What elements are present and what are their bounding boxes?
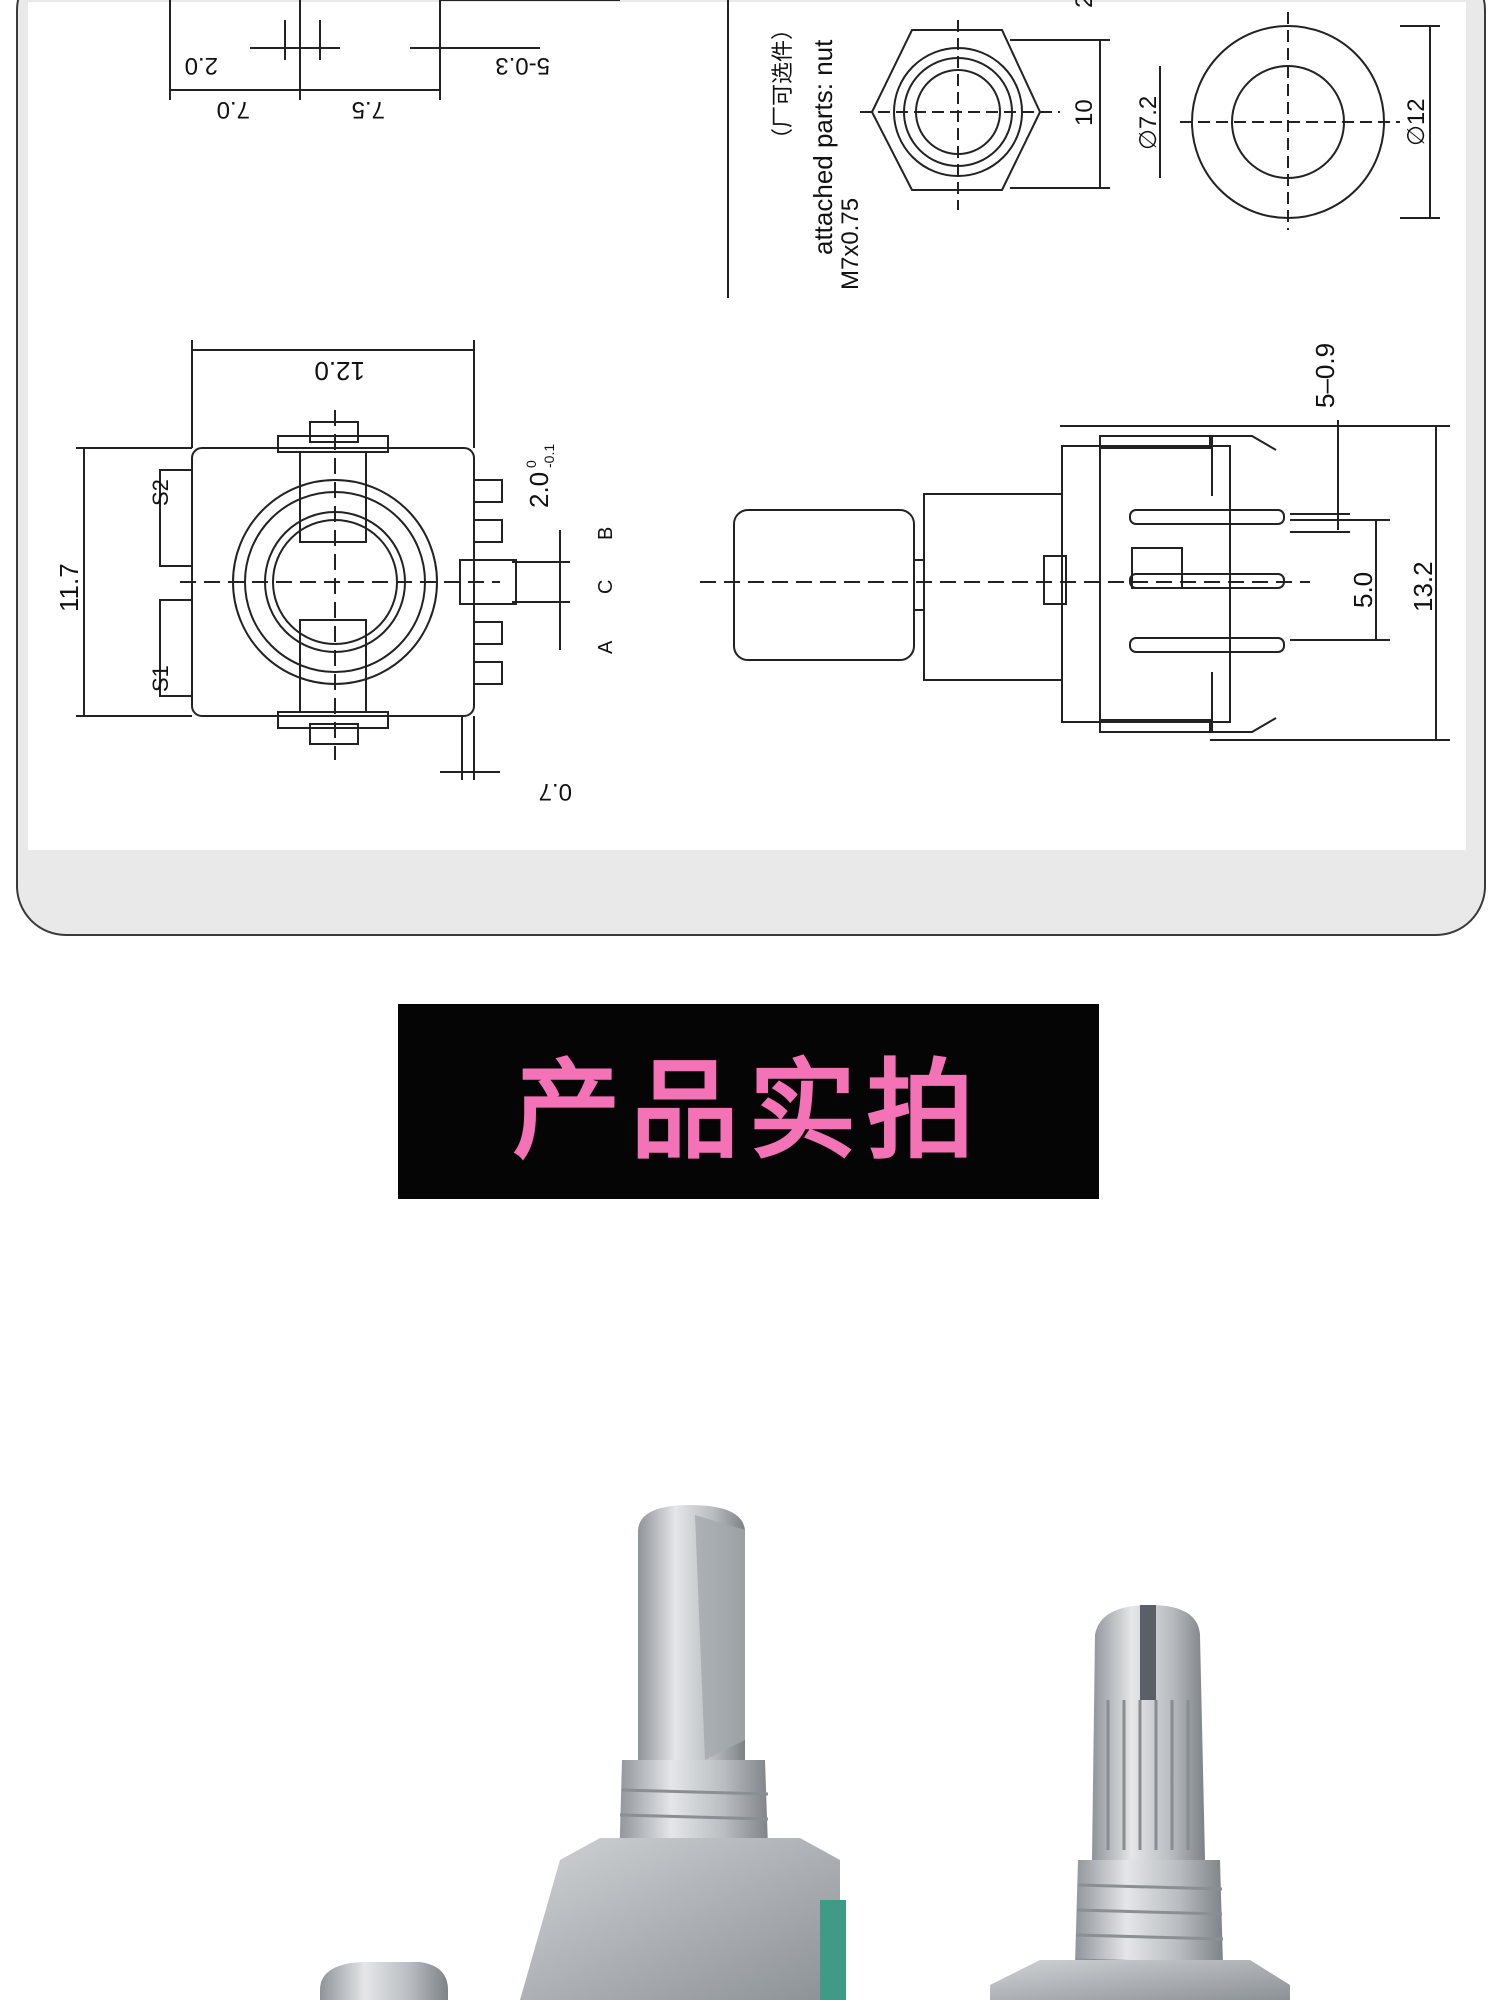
dim-side-pitch: 5.0 bbox=[1348, 572, 1378, 608]
dim-2-0: 2.0 bbox=[185, 52, 218, 79]
banner-title: 产品实拍 bbox=[512, 1048, 985, 1174]
small-knob bbox=[320, 1962, 448, 2000]
dim-5-0-3: 5-0.3 bbox=[495, 52, 550, 79]
pin-label-a: A bbox=[595, 640, 617, 654]
encoder-d-shaft bbox=[520, 1505, 846, 2000]
dim-tolerance-sup: 0 bbox=[523, 460, 539, 468]
technical-drawing: 2.0 7.0 7.5 5-0.3 （厂可选件） attached parts:… bbox=[54, 0, 1450, 805]
dim-hex-across: 10 bbox=[1071, 99, 1098, 126]
dim-tolerance: 2.0 0 -0.1 bbox=[523, 444, 557, 508]
dim-ring-outer: ∅12 bbox=[1403, 98, 1430, 146]
section-banner: 产品实拍 bbox=[398, 1004, 1099, 1199]
dim-7-5: 7.5 bbox=[352, 96, 385, 123]
dim-ring-inner: ∅7.2 bbox=[1135, 96, 1162, 150]
front-label-s1: S1 bbox=[148, 665, 173, 692]
nut-note-cn: （厂可选件） bbox=[770, 18, 795, 150]
front-label-s2: S2 bbox=[148, 479, 173, 506]
dim-7-0: 7.0 bbox=[217, 96, 250, 123]
dim-side-height: 13.2 bbox=[1408, 561, 1438, 612]
pin-label-b: B bbox=[595, 527, 617, 540]
dim-partial: 2 bbox=[1071, 0, 1098, 8]
dim-side-pin: 5–0.9 bbox=[1310, 343, 1340, 408]
drawing-panel bbox=[16, 0, 1486, 936]
dim-tolerance-main: 2.0 bbox=[524, 472, 554, 508]
encoder-knurled-shaft bbox=[990, 1605, 1290, 2000]
dim-tolerance-sub: -0.1 bbox=[541, 444, 557, 468]
dim-front-width: 12.0 bbox=[314, 356, 365, 386]
product-photo bbox=[320, 1505, 1290, 2000]
dim-front-offset: 0.7 bbox=[539, 778, 572, 805]
dim-front-height: 11.7 bbox=[54, 563, 84, 612]
pin-label-c: C bbox=[595, 580, 617, 594]
nut-thread-spec: M7x0.75 bbox=[837, 198, 864, 290]
nut-note-label: attached parts: nut bbox=[808, 39, 838, 255]
